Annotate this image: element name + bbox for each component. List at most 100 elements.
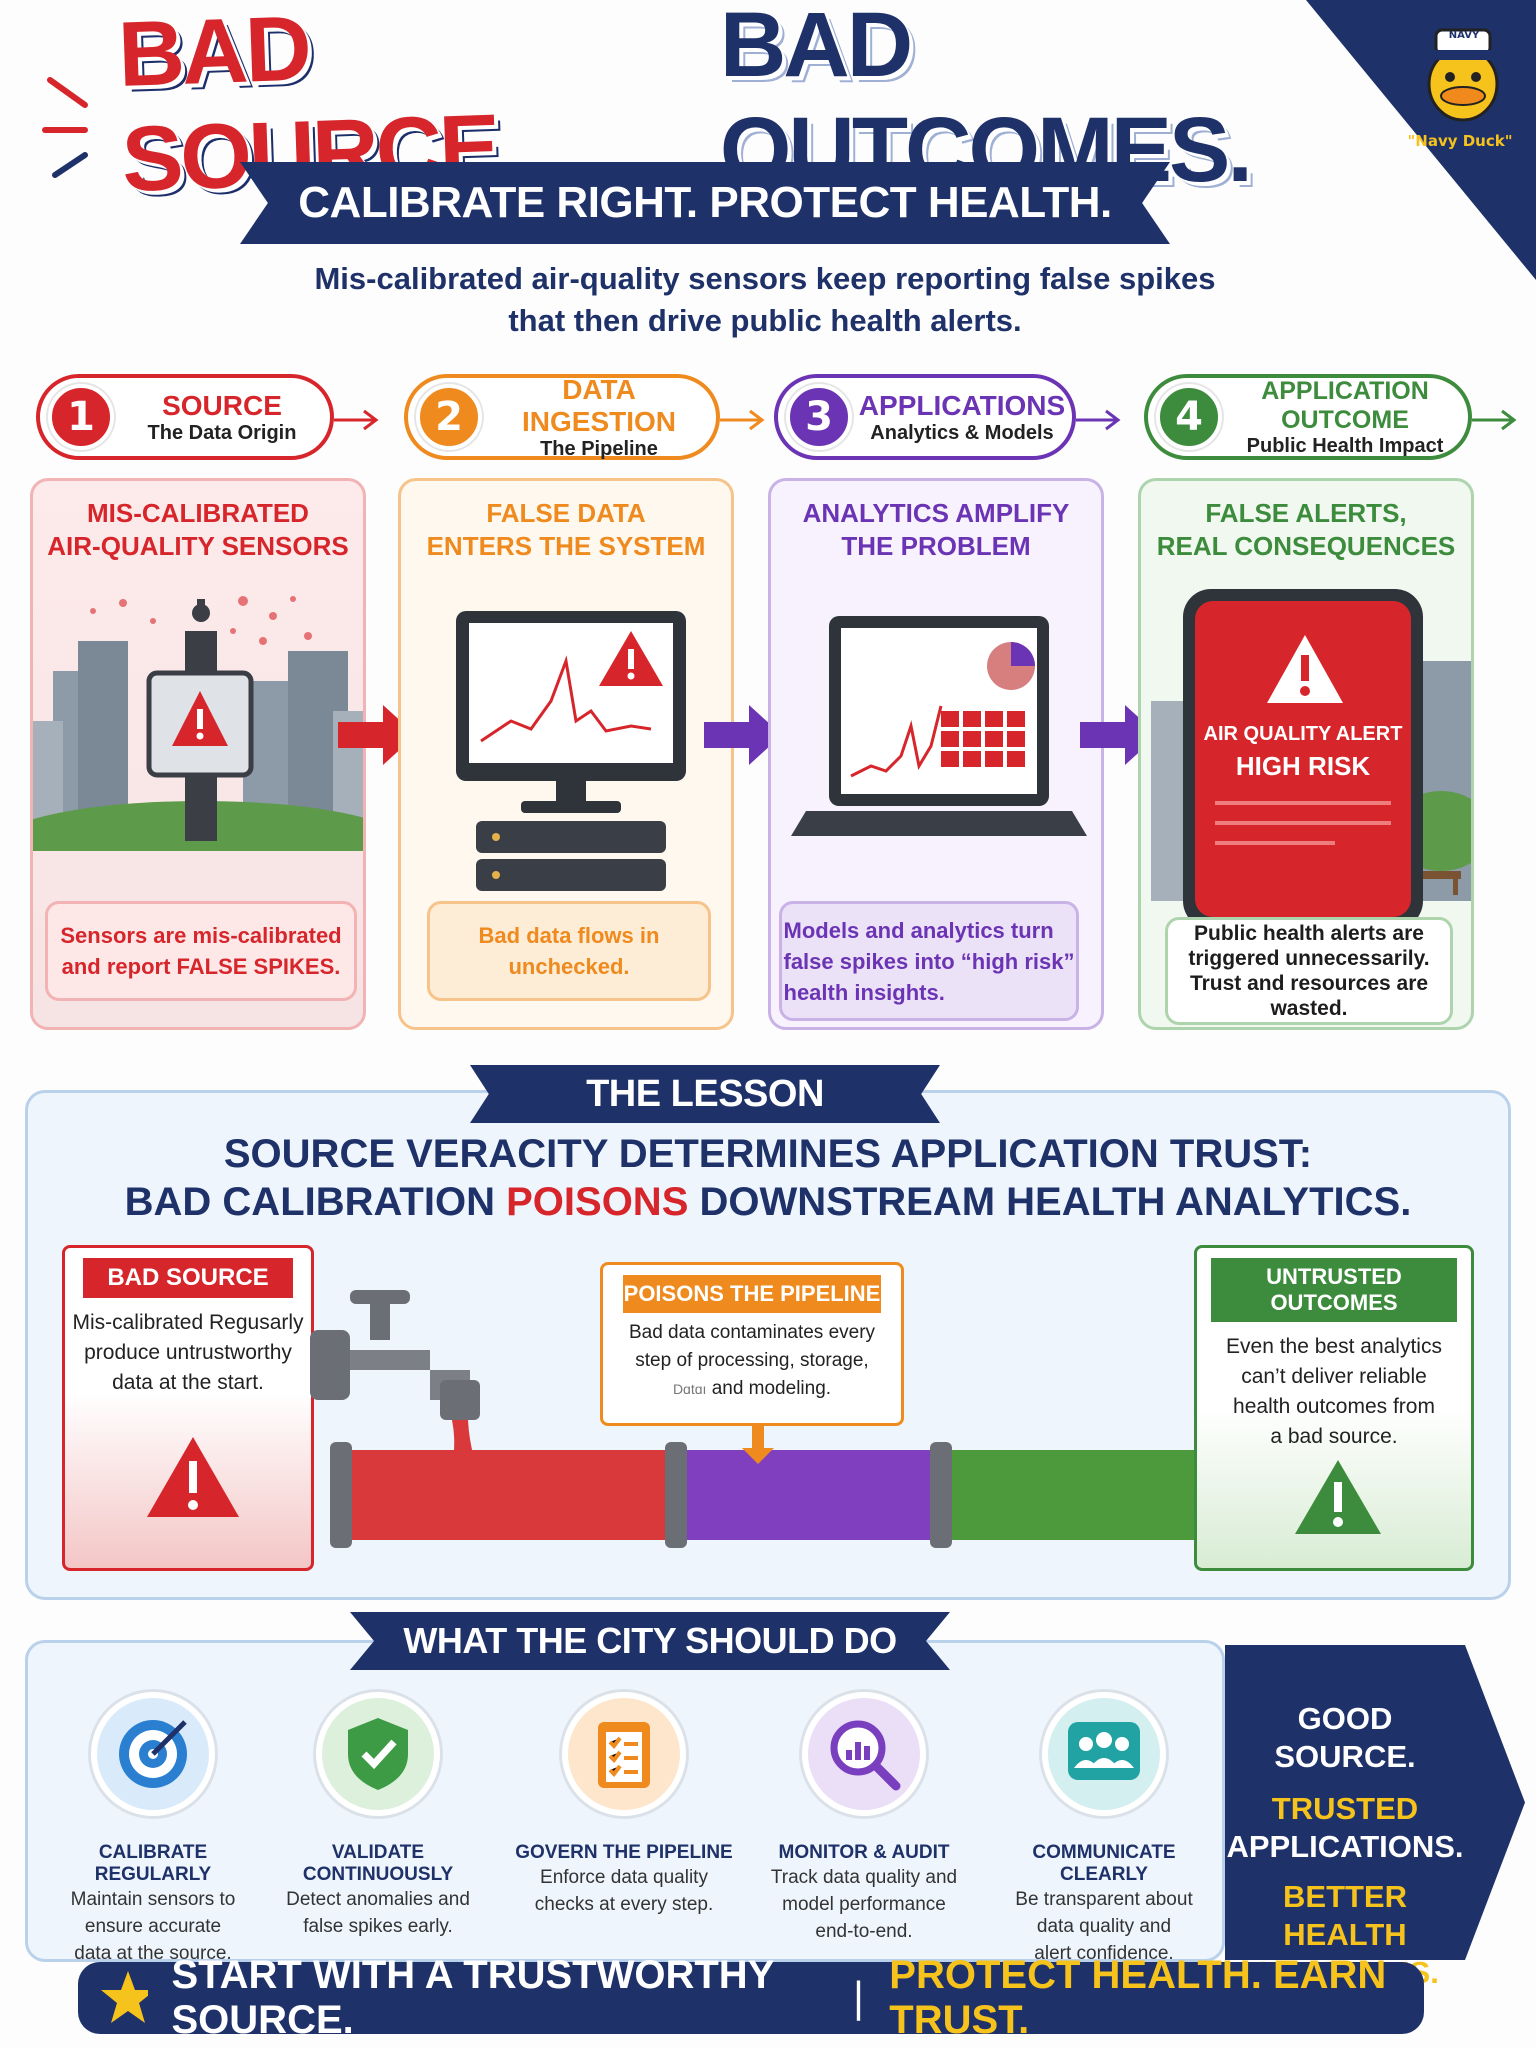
- step-3-caption-line2: false spikes into “high risk”: [783, 948, 1075, 974]
- step-1-panel-title: MIS-CALIBRATED AIR-QUALITY SENSORS: [33, 497, 363, 563]
- action-communicate-title: COMMUNICATE CLEARLY: [1032, 1842, 1176, 1885]
- sparkle-left-icon: [42, 77, 88, 178]
- good-line4: BETTER HEALTH: [1283, 1879, 1407, 1952]
- city-skyline-sensor-illustration: [33, 596, 363, 851]
- action-calibrate-line3: data at the source.: [74, 1943, 232, 1964]
- step-1-caption: Sensors are mis-calibrated and report FAL…: [45, 901, 357, 1001]
- connector-arrow-1-icon: [334, 409, 379, 431]
- laptop-analytics-illustration: [791, 616, 1087, 836]
- poisons-pipeline-card: POISONS THE PIPELINE Bad data contaminat…: [600, 1262, 904, 1426]
- action-govern-line1: Enforce data quality: [540, 1867, 708, 1888]
- connector-arrow-2-icon: [720, 409, 765, 431]
- action-monitor-line2: model performance: [782, 1894, 946, 1915]
- step-4-caption-line3: Trust and resources are: [1189, 972, 1429, 995]
- step-1-panel-title-line1: MIS-CALIBRATED: [87, 498, 309, 528]
- action-validate-line1: Detect anomalies and: [286, 1889, 470, 1910]
- action-govern-text: Enforce data quality checks at every step…: [514, 1864, 734, 1918]
- good-source-arrow: [1225, 1645, 1525, 1960]
- poisons-pipeline-tag: POISONS THE PIPELINE: [623, 1275, 881, 1313]
- poisons-pipeline-line2: step of processing, storage,: [635, 1350, 869, 1371]
- step-2-panel: FALSE DATA ENTERS THE SYSTEM Bad data fl…: [398, 478, 734, 1030]
- action-communicate: COMMUNICATE CLEARLY Be transparent about…: [994, 1692, 1214, 1967]
- target-icon: [91, 1692, 215, 1816]
- untrusted-warning-icon: [1295, 1460, 1381, 1534]
- step-1-caption-line1: Sensors are mis-calibrated: [60, 923, 342, 948]
- lesson-tag: THE LESSON: [470, 1065, 940, 1123]
- bad-source-tag: BAD SOURCE: [83, 1258, 293, 1298]
- pipeline-illustration: [310, 1290, 1222, 1548]
- step-3-title: APPLICATIONS: [858, 389, 1066, 421]
- shield-check-icon: [316, 1692, 440, 1816]
- city-background-illustration: [1151, 661, 1471, 901]
- untrusted-outcomes-tag: UNTRUSTED OUTCOMES: [1211, 1258, 1457, 1322]
- step-4-caption-line2: triggered unnecessarily.: [1188, 947, 1430, 970]
- step-1-number: 1: [48, 384, 114, 450]
- step-2-caption-line2: unchecked.: [508, 954, 630, 979]
- action-communicate-line2: data quality and: [1036, 1916, 1172, 1937]
- step-4-panel: FALSE ALERTS, REAL CONSEQUENCES AIR QUAL…: [1138, 478, 1474, 1030]
- action-monitor-line3: end-to-end.: [815, 1921, 913, 1942]
- untrusted-line2: can’t deliver reliable: [1241, 1365, 1427, 1388]
- phone-line-3: [1215, 841, 1335, 845]
- bad-source-line2: produce untrustworthy: [84, 1341, 292, 1364]
- poisons-pipeline-garbled: Dɑtɑı: [672, 1381, 707, 1397]
- lesson-headline-part-c: DOWNSTREAM HEALTH ANALYTICS.: [699, 1180, 1412, 1224]
- lesson-headline-part-a: BAD CALIBRATION: [124, 1180, 495, 1224]
- duck-name: "Navy Duck": [1407, 132, 1513, 150]
- poisons-pipeline-line1: Bad data contaminates every: [628, 1322, 876, 1343]
- step-2-panel-title: FALSE DATA ENTERS THE SYSTEM: [401, 497, 731, 563]
- action-validate-line2: false spikes early.: [303, 1916, 453, 1937]
- step-3-panel: ANALYTICS AMPLIFY THE PROBLEM Models and…: [768, 478, 1104, 1030]
- footer-left-text: START WITH A TRUSTWORTHY SOURCE.: [171, 1953, 774, 2042]
- intro-line-1: Mis-calibrated air-quality sensors keep …: [314, 261, 1216, 296]
- lesson-headline-line1: SOURCE VERACITY DETERMINES APPLICATION T…: [223, 1132, 1313, 1176]
- step-2-subtitle: The Pipeline: [540, 437, 658, 460]
- step-4-panel-title-line1: FALSE ALERTS,: [1205, 498, 1407, 528]
- untrusted-line3: health outcomes from: [1233, 1395, 1435, 1418]
- lesson-headline-poisons: POISONS: [506, 1180, 689, 1224]
- step-2-panel-title-line2: ENTERS THE SYSTEM: [426, 531, 706, 561]
- people-icon: [1042, 1692, 1166, 1816]
- action-monitor-title: MONITOR & AUDIT: [778, 1842, 950, 1863]
- computer-server-illustration: [456, 611, 686, 891]
- good-line2: TRUSTED: [1271, 1791, 1419, 1826]
- action-calibrate-title: CALIBRATE REGULARLY: [94, 1842, 212, 1885]
- footer-right-text: PROTECT HEALTH. EARN TRUST.: [889, 1953, 1387, 2042]
- phone-device: AIR QUALITY ALERT HIGH RISK: [1183, 589, 1423, 929]
- intro-line-2: that then drive public health alerts.: [508, 303, 1022, 338]
- poisons-pipeline-body: Bad data contaminates every step of proce…: [603, 1319, 901, 1403]
- action-govern: GOVERN THE PIPELINE Enforce data quality…: [514, 1692, 734, 1918]
- action-govern-line2: checks at every step.: [534, 1894, 714, 1915]
- phone-line-1: [1215, 801, 1391, 805]
- step-1-caption-emphasis: FALSE SPIKES.: [176, 954, 341, 979]
- bad-source-card: BAD SOURCE Mis-calibrated Regusarly produ…: [62, 1245, 314, 1571]
- step-2-panel-title-line1: FALSE DATA: [486, 498, 646, 528]
- step-3-caption-line3: health insights.: [783, 979, 945, 1005]
- step-2-title: DATA INGESTION: [521, 373, 676, 437]
- navy-duck-logo: [1408, 22, 1518, 142]
- city-actions-tag: WHAT THE CITY SHOULD DO: [350, 1612, 950, 1670]
- step-1-caption-line2: and report: [61, 954, 171, 979]
- step-3-number: 3: [786, 384, 852, 450]
- action-validate-title: VALIDATE CONTINUOUSLY: [302, 1842, 454, 1885]
- step-4-number: 4: [1156, 384, 1222, 450]
- step-4-title: APPLICATION OUTCOME: [1261, 376, 1429, 434]
- bad-source-line1: Mis-calibrated Regusarly: [72, 1311, 304, 1334]
- step-4-subtitle: Public Health Impact: [1246, 434, 1444, 457]
- untrusted-line4: a bad source.: [1270, 1425, 1398, 1448]
- step-3-panel-title-line2: THE PROBLEM: [841, 531, 1031, 561]
- checklist-icon: [562, 1692, 686, 1816]
